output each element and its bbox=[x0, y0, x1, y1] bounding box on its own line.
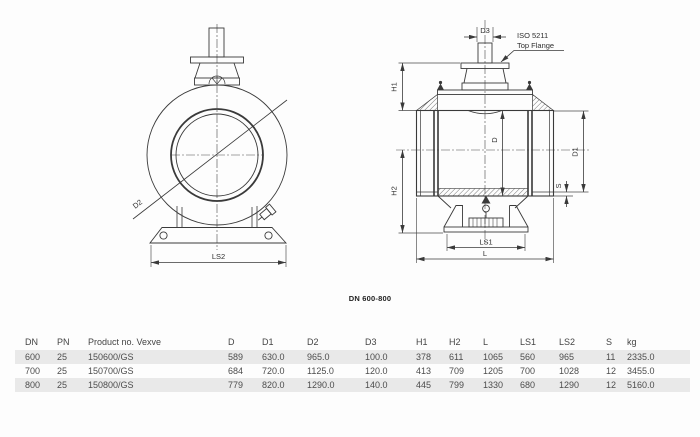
iso-flange-note-line2: Top Flange bbox=[517, 41, 554, 50]
table-cell: 709 bbox=[449, 366, 465, 376]
valve-technical-drawing: LS2 D2 bbox=[131, 20, 590, 267]
front-view: LS2 D2 bbox=[131, 24, 288, 267]
column-header: H1 bbox=[416, 337, 428, 347]
table-row: 700 25 150700/GS 684 720.0 1125.0 120.0 413 709 1… bbox=[15, 364, 690, 378]
table-cell: 25 bbox=[57, 350, 88, 364]
column-header: L bbox=[483, 337, 489, 347]
column-header: LS1 bbox=[520, 337, 537, 347]
table-cell: 1065 bbox=[483, 350, 520, 364]
table-cell: 5160.0 bbox=[627, 378, 690, 392]
dim-label-l: L bbox=[483, 249, 487, 258]
table-cell: 965 bbox=[559, 350, 606, 364]
side-view: D3 ISO 5211 Top Flange H1 H2 D D1 bbox=[390, 20, 590, 263]
dim-label-ls1: LS1 bbox=[479, 238, 492, 247]
dim-label-h1: H1 bbox=[390, 82, 399, 92]
table-cell: 700 bbox=[520, 366, 536, 376]
column-header: D1 bbox=[262, 337, 274, 347]
table-cell: 150800/GS bbox=[88, 378, 228, 392]
table-cell: 150600/GS bbox=[88, 350, 228, 364]
spec-table: DN PN Product no. Vexve D D1 D2 D3 H1 H2 L LS1 LS2 S… bbox=[15, 329, 690, 392]
table-cell: 150700/GS bbox=[88, 366, 134, 376]
table-cell: 720.0 bbox=[262, 366, 285, 376]
column-header: S bbox=[606, 337, 613, 347]
table-cell: 1290 bbox=[559, 378, 606, 392]
table-cell: 684 bbox=[228, 366, 244, 376]
table-cell: 445 bbox=[416, 378, 449, 392]
dim-label-d: D bbox=[490, 137, 499, 143]
table-cell: 800 bbox=[15, 378, 57, 392]
table-cell: 1125.0 bbox=[307, 366, 334, 376]
table-cell: 12 bbox=[606, 366, 617, 376]
table-header-row: DN PN Product no. Vexve D D1 D2 D3 H1 H2 L LS1 LS2 S… bbox=[15, 329, 690, 350]
table-cell: 611 bbox=[449, 350, 483, 364]
column-header: LS2 bbox=[559, 337, 576, 347]
table-cell: 1290.0 bbox=[307, 378, 365, 392]
table-cell: 820.0 bbox=[262, 378, 307, 392]
table-cell: 1205 bbox=[483, 366, 504, 376]
dim-label-s: S bbox=[554, 183, 563, 188]
column-header: DN bbox=[25, 337, 38, 347]
table-cell: 700 bbox=[25, 366, 41, 376]
table-cell: 140.0 bbox=[365, 378, 416, 392]
table-cell: 12 bbox=[606, 378, 627, 392]
table-cell: 779 bbox=[228, 378, 262, 392]
iso-flange-note-line1: ISO 5211 bbox=[517, 31, 548, 40]
drawing-caption: DN 600-800 bbox=[348, 294, 392, 303]
table-cell: 2335.0 bbox=[627, 350, 690, 364]
table-cell: 378 bbox=[416, 350, 449, 364]
drain-valve bbox=[257, 203, 277, 221]
table-cell: 630.0 bbox=[262, 350, 307, 364]
table-cell: 680 bbox=[520, 378, 559, 392]
table-cell: 25 bbox=[57, 366, 68, 376]
table-cell: 3455.0 bbox=[627, 366, 655, 376]
column-header: kg bbox=[627, 337, 637, 347]
dim-label-d2: D2 bbox=[131, 198, 144, 211]
table-cell: 120.0 bbox=[365, 366, 388, 376]
table-cell: 413 bbox=[416, 366, 432, 376]
column-header: D2 bbox=[307, 337, 319, 347]
column-header: H2 bbox=[449, 337, 461, 347]
column-header: Product no. Vexve bbox=[88, 337, 162, 347]
table-cell: 589 bbox=[228, 350, 262, 364]
table-cell: 600 bbox=[15, 350, 57, 364]
table-cell: 1330 bbox=[483, 378, 520, 392]
column-header: D3 bbox=[365, 337, 377, 347]
dim-label-h2: H2 bbox=[390, 186, 399, 196]
table-cell: 560 bbox=[520, 350, 559, 364]
table-cell: 799 bbox=[449, 378, 483, 392]
dim-label-d3: D3 bbox=[480, 26, 490, 35]
dim-label-d1: D1 bbox=[571, 147, 580, 157]
dim-label-ls2: LS2 bbox=[212, 252, 225, 261]
table-cell: 965.0 bbox=[307, 350, 365, 364]
column-header: PN bbox=[57, 337, 70, 347]
table-cell: 100.0 bbox=[365, 350, 416, 364]
table-cell: 25 bbox=[57, 378, 88, 392]
table-cell: 1028 bbox=[559, 366, 580, 376]
column-header: D bbox=[228, 337, 235, 347]
table-cell: 11 bbox=[606, 350, 627, 364]
